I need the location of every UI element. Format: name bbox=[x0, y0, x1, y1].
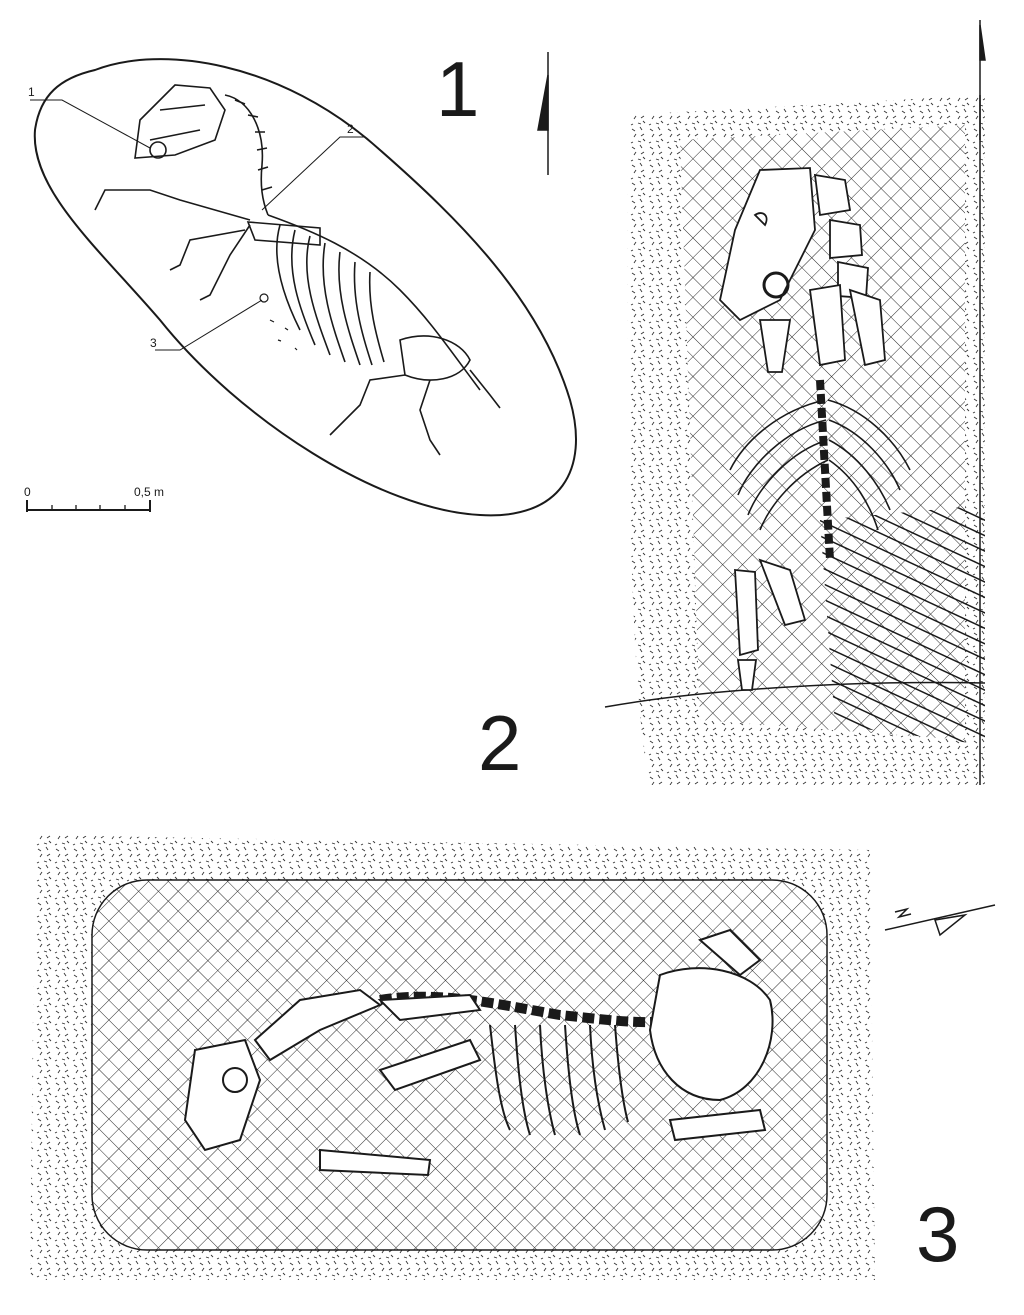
callout-2-leader bbox=[261, 136, 365, 211]
north-arrow-icon bbox=[537, 52, 549, 175]
callout-label-2: 2 bbox=[347, 122, 354, 136]
callout-3-leader bbox=[155, 299, 263, 351]
panel-number-1: 1 bbox=[436, 45, 480, 133]
callout-1-leader bbox=[30, 99, 151, 149]
small-find-3 bbox=[259, 293, 298, 351]
panel-2-plan bbox=[604, 20, 986, 785]
north-arrow-icon bbox=[979, 20, 986, 140]
bit-ring-2 bbox=[762, 271, 790, 299]
panel-number-2: 2 bbox=[478, 699, 522, 787]
panel-number-3: 3 bbox=[916, 1190, 960, 1278]
bit-ring bbox=[149, 141, 167, 159]
panel-3-plan bbox=[30, 835, 996, 1280]
north-arrow-icon bbox=[884, 904, 996, 937]
scale-bar-end-label: 0,5 m bbox=[134, 485, 165, 499]
scale-bar bbox=[26, 500, 151, 512]
horse-skeleton-2 bbox=[719, 167, 911, 691]
section-line bbox=[604, 681, 986, 708]
grave-pit-outline bbox=[33, 58, 577, 517]
panel-2-hatched-area bbox=[820, 505, 985, 745]
callout-label-1: 1 bbox=[28, 85, 35, 99]
panel-1-plan bbox=[26, 52, 577, 517]
horse-skeleton-1 bbox=[94, 84, 501, 456]
horse-skeleton-3 bbox=[183, 928, 774, 1177]
scale-bar-start-label: 0 bbox=[24, 485, 31, 499]
callout-label-3: 3 bbox=[150, 336, 157, 350]
